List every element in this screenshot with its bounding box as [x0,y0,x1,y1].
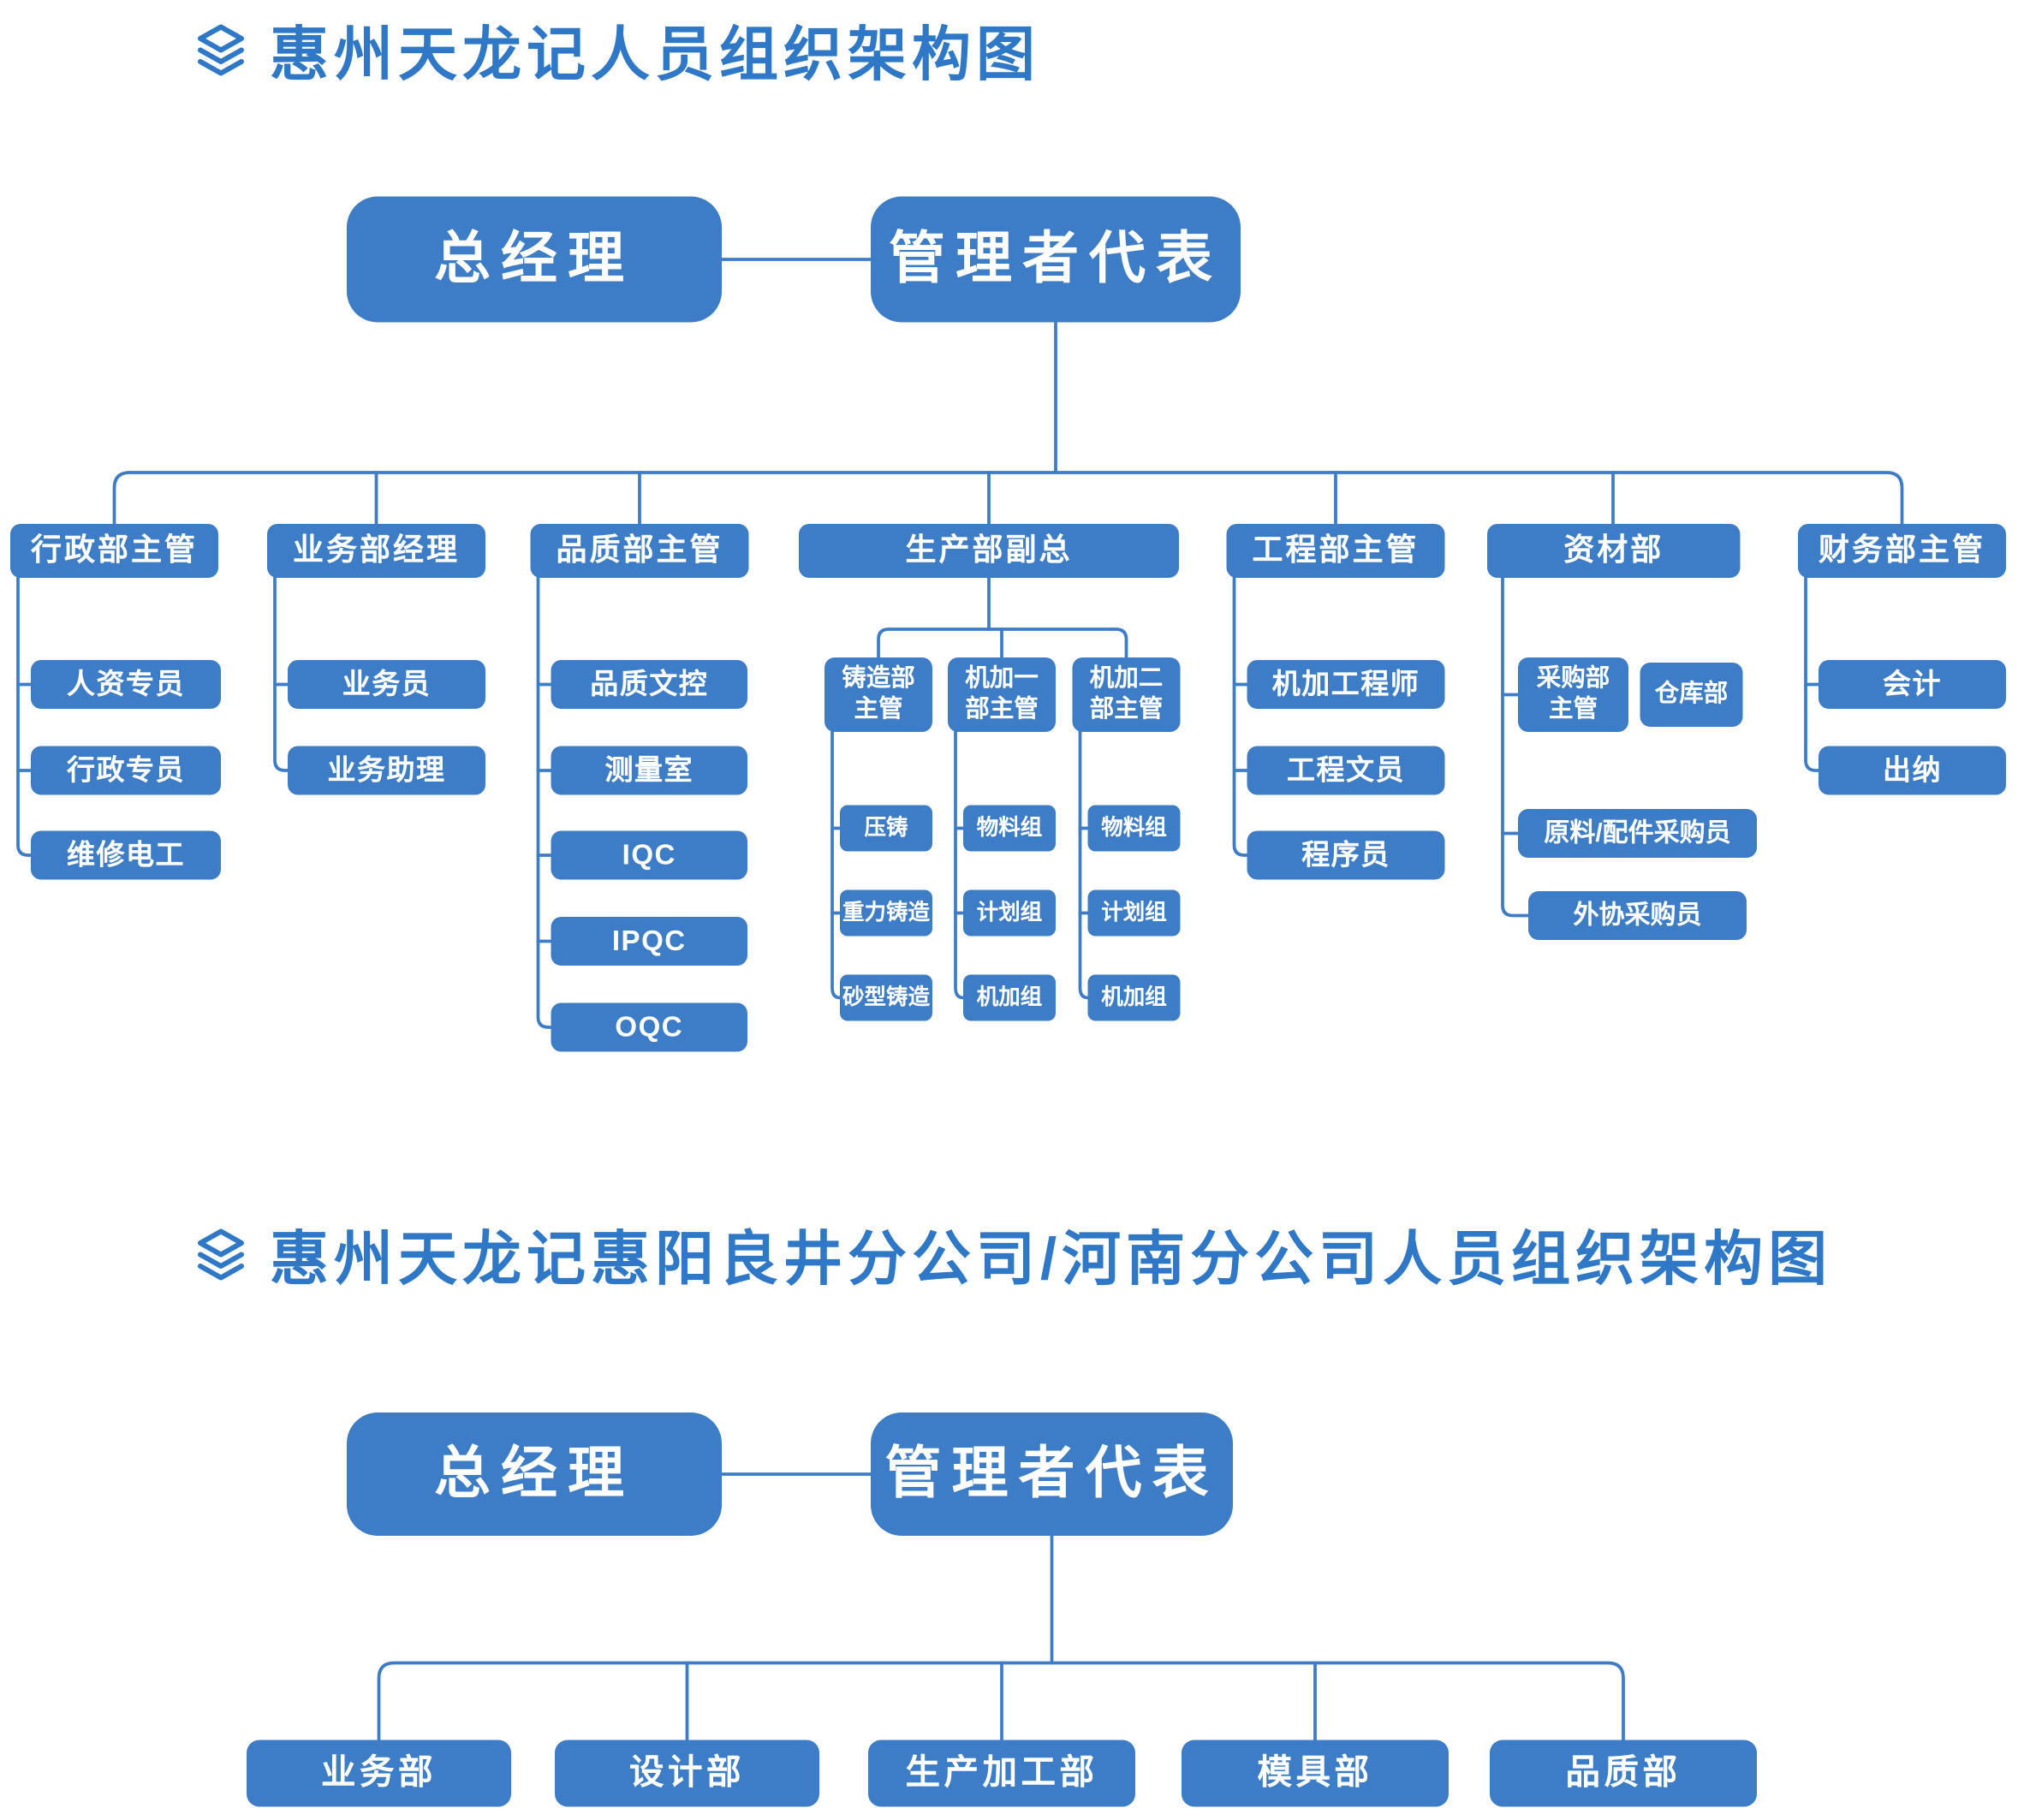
box-quality-head: 品质部主管 [530,524,749,578]
layers-icon [198,1228,244,1281]
chart2-title-row: 惠州天龙记惠阳良井分公司/河南分公司人员组织架构图 [190,1212,1832,1297]
box-finance-child-1: 出纳 [1819,746,2006,795]
box-general-manager-1: 总经理 [347,196,722,323]
box-purchasing-head: 采购部主管 [1518,657,1628,732]
box-machining2-head: 机加二部主管 [1072,657,1181,732]
box-quality-child-2: IQC [551,830,747,880]
box-production-head: 生产部副总 [799,524,1179,578]
box-branch-dept-4: 品质部 [1490,1740,1757,1807]
box-quality-child-1: 测量室 [551,746,747,795]
box-casting-child-0: 压铸 [840,805,932,852]
chart1-title-row: 惠州天龙记人员组织架构图 [190,8,1040,92]
box-admin-child-2: 维修电工 [31,830,221,880]
box-engineering-child-0: 机加工程师 [1247,660,1445,709]
box-quality-child-0: 品质文控 [551,660,747,709]
box-general-manager-2: 总经理 [347,1413,722,1536]
chart1-title: 惠州天龙记人员组织架构图 [270,21,1040,87]
box-casting-head: 铸造部主管 [824,657,932,732]
box-machining2-child-1: 计划组 [1087,889,1181,937]
box-engineering-head: 工程部主管 [1226,524,1445,578]
box-materials-head: 资材部 [1487,524,1741,578]
box-materials-child-1: 外协采购员 [1528,891,1747,940]
box-admin-child-0: 人资专员 [31,660,221,709]
box-machining2-child-2: 机加组 [1087,974,1181,1021]
box-machining2-child-0: 物料组 [1087,805,1181,852]
box-casting-child-1: 重力铸造 [840,889,932,937]
layers-icon [198,24,244,76]
box-branch-dept-1: 设计部 [555,1740,819,1807]
box-machining1-child-0: 物料组 [963,805,1056,852]
box-quality-child-3: IPQC [551,917,747,966]
chart2-title: 惠州天龙记惠阳良井分公司/河南分公司人员组织架构图 [270,1225,1833,1292]
box-branch-dept-3: 模具部 [1182,1740,1449,1807]
box-business-head: 业务部经理 [267,524,485,578]
box-quality-child-4: OQC [551,1002,747,1052]
box-warehouse: 仓库部 [1640,663,1743,727]
box-finance-head: 财务部主管 [1798,524,2006,578]
box-management-rep-1: 管理者代表 [871,196,1241,323]
box-casting-child-2: 砂型铸造 [840,974,932,1021]
box-management-rep-2: 管理者代表 [871,1413,1233,1536]
box-machining1-child-1: 计划组 [963,889,1056,937]
box-admin-child-1: 行政专员 [31,746,221,795]
box-engineering-child-1: 工程文员 [1247,746,1445,795]
box-business-child-0: 业务员 [288,660,485,709]
box-finance-child-0: 会计 [1819,660,2006,709]
box-materials-child-0: 原料/配件采购员 [1518,809,1757,858]
box-machining1-head: 机加一部主管 [948,657,1056,732]
box-branch-dept-2: 生产加工部 [868,1740,1135,1807]
box-engineering-child-2: 程序员 [1247,830,1445,880]
box-business-child-1: 业务助理 [288,746,485,795]
box-branch-dept-0: 业务部 [247,1740,511,1807]
box-admin-head: 行政部主管 [10,524,218,578]
box-machining1-child-2: 机加组 [963,974,1056,1021]
